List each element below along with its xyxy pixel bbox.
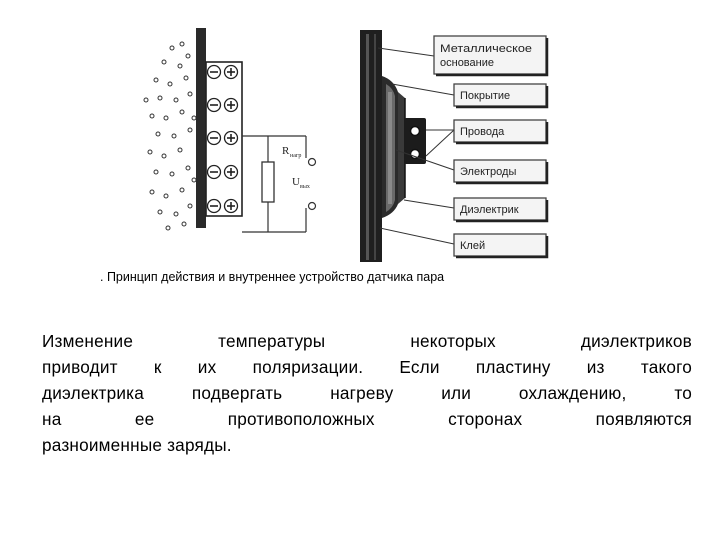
label-dielectric: Диэлектрик: [460, 204, 519, 216]
dark-plate: [196, 28, 206, 228]
leader-lines: [377, 47, 455, 245]
label-coating: Покрытие: [460, 90, 510, 102]
resistor-subscript: нагр: [290, 153, 301, 159]
resistor: [261, 161, 275, 203]
paragraph-line: на ее противоположных сторонах появляютс…: [42, 409, 692, 429]
label-glue: Клей: [460, 240, 485, 252]
voltage-label: U: [292, 176, 300, 188]
label-metal-base-2: основание: [440, 57, 494, 69]
label-electrodes: Электроды: [460, 166, 516, 178]
circuit-wires: [242, 135, 307, 233]
particle-cloud: [143, 41, 197, 231]
sensor-diagram: R нагр U вых: [143, 28, 549, 262]
sensor-figure: R нагр U вых: [143, 28, 549, 262]
output-terminal-bottom: [307, 201, 317, 211]
body-paragraph: Изменение температуры некоторых диэлектр…: [42, 328, 692, 458]
charge-pairs: [206, 64, 239, 214]
dielectric-box: [205, 61, 243, 217]
paragraph-line: приводит к их поляризации. Если пластину…: [42, 357, 692, 377]
sensor-cross-section: [360, 30, 406, 262]
voltage-subscript: вых: [300, 184, 310, 190]
figure-caption: . Принцип действия и внутреннее устройст…: [100, 270, 445, 284]
paragraph-line: Изменение температуры некоторых диэлектр…: [42, 331, 692, 351]
paragraph-line: диэлектрика подвергать нагреву или охлаж…: [42, 383, 692, 403]
label-metal-base: Металлическое: [440, 43, 532, 55]
label-wires: Провода: [460, 126, 505, 138]
resistor-label: R: [282, 145, 290, 157]
paragraph-line: разноименные заряды.: [42, 435, 232, 455]
wire-connectors: [404, 118, 426, 164]
layer-label-shadows: [436, 38, 549, 259]
layer-label-boxes: [433, 35, 547, 257]
output-terminal-top: [307, 157, 317, 167]
